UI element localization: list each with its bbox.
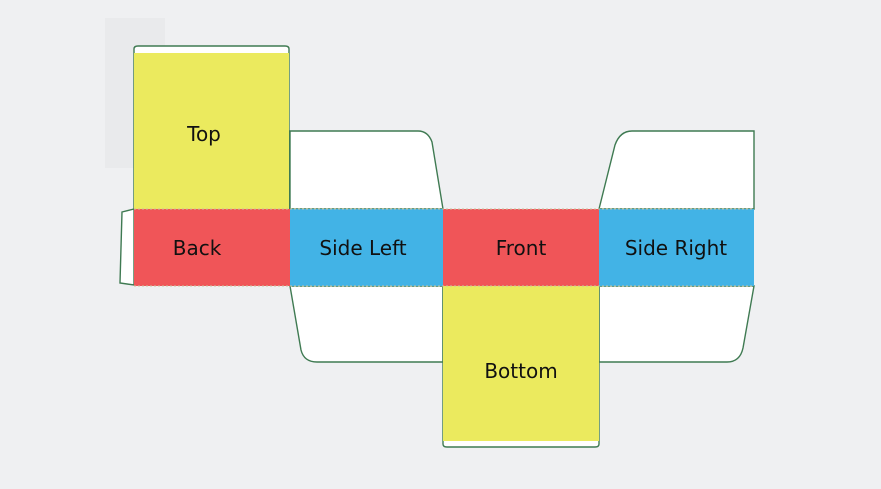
label-back: Back — [173, 236, 222, 260]
side-right-panel — [599, 209, 754, 286]
back-panel — [134, 209, 290, 286]
bottom-panel — [443, 286, 599, 441]
label-top: Top — [186, 122, 221, 146]
dust-flap-bottom-right — [598, 285, 755, 363]
label-bottom: Bottom — [484, 359, 557, 383]
glue-tab — [119, 208, 135, 286]
label-side-right: Side Right — [625, 236, 727, 260]
dust-flap-bottom-left — [289, 285, 444, 363]
label-front: Front — [496, 236, 547, 260]
top-panel — [134, 53, 289, 209]
dust-flap-top-right — [598, 130, 755, 210]
dust-flap-top-left — [289, 130, 444, 210]
side-left-panel — [290, 209, 443, 286]
label-side-left: Side Left — [319, 236, 406, 260]
front-panel — [443, 209, 599, 286]
